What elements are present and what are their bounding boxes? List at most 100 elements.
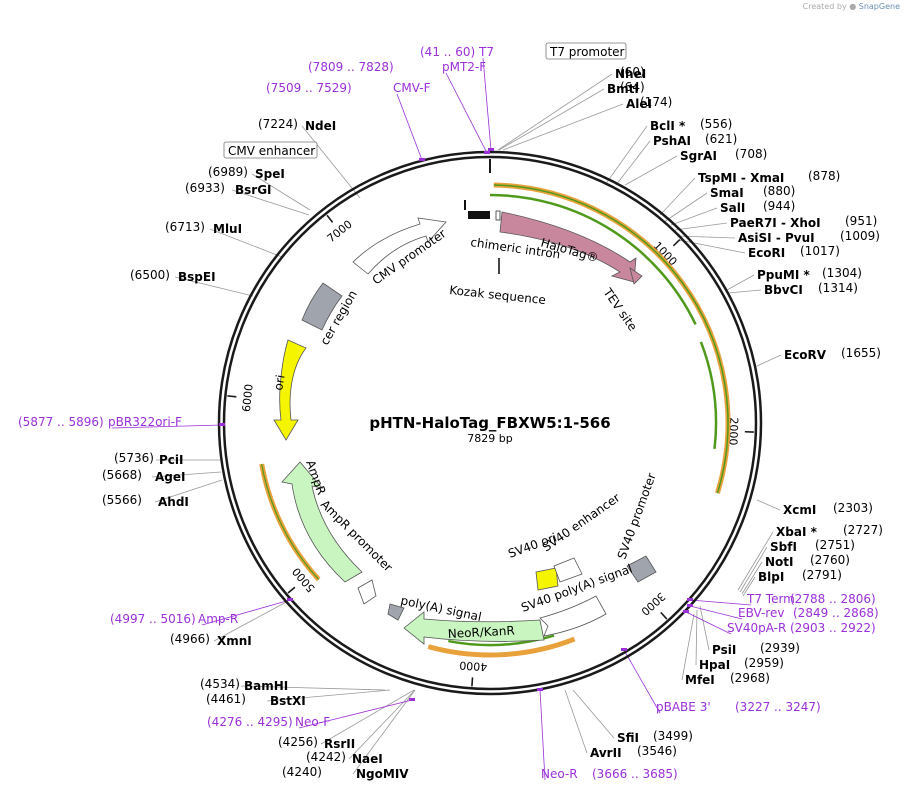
- site-label: BsrGI: [235, 183, 272, 197]
- primer-marker: [488, 148, 494, 151]
- sv40-promoter-feature: [539, 595, 607, 637]
- site-label: AsiSI - PvuI: [738, 231, 815, 245]
- site-leader: [301, 125, 361, 199]
- label-sv40-polya: SV40 promoter: [615, 471, 659, 561]
- site-position: (6933): [185, 181, 225, 195]
- site-label: BlpI: [758, 570, 784, 584]
- site-leader: [266, 689, 391, 702]
- label-polya-signal: poly(A) signal: [399, 593, 482, 624]
- site-label: XbaI *: [776, 525, 818, 539]
- orange-arc-core: [493, 184, 729, 494]
- site-label: MfeI: [685, 673, 715, 687]
- site-position: (2760): [810, 553, 850, 567]
- primer-leader: [685, 611, 732, 635]
- site-position: (708): [735, 147, 767, 161]
- site-leader: [663, 192, 708, 223]
- site-label: NotI: [765, 555, 794, 569]
- primer-marker: [687, 598, 693, 601]
- tick-mark: [287, 586, 296, 594]
- site-position: (7224): [258, 117, 298, 131]
- primer-label: pMT2-F: [442, 60, 486, 74]
- label-ori: ori: [271, 374, 287, 392]
- ampr-feature: [281, 461, 363, 583]
- primer-leader: [445, 72, 488, 154]
- t7-promoter-box: [545, 42, 627, 60]
- site-position: (2968): [730, 671, 770, 685]
- site-label: PpuMI *: [757, 268, 811, 282]
- primer-marker: [621, 648, 627, 651]
- site-leader: [320, 689, 415, 745]
- site-leader: [742, 576, 756, 597]
- tick-label: 5000: [290, 565, 318, 595]
- site-label: BspEI: [178, 270, 216, 284]
- green-arc-cds: [489, 193, 697, 325]
- site-leader: [502, 103, 624, 151]
- site-leader: [348, 689, 416, 760]
- site-position: (5566): [102, 493, 142, 507]
- site-leader: [756, 499, 781, 511]
- primer-range: (2849 .. 2868): [793, 606, 879, 620]
- site-labels: NheI(60)BmtI(64)AleI(174)BclI *(556)PshA…: [18, 45, 883, 781]
- label-neor-kanr: NeoR/KanR: [447, 624, 515, 641]
- primer-leader: [111, 424, 223, 429]
- site-label: SbfI: [770, 540, 797, 554]
- site-position: (880): [763, 184, 795, 198]
- direction-arcs: [259, 182, 731, 658]
- tick-mark: [227, 395, 237, 398]
- site-position: (1009): [840, 229, 880, 243]
- primer-label: EBV-rev: [738, 606, 784, 620]
- site-leader: [681, 613, 695, 681]
- primer-label: T7: [478, 45, 494, 59]
- site-leader: [209, 228, 283, 258]
- site-leader: [670, 207, 718, 226]
- site-position: (4242): [306, 750, 346, 764]
- primer-leader: [396, 93, 423, 161]
- intron-gap: [495, 210, 501, 221]
- site-label: SpeI: [255, 167, 285, 181]
- primer-leader: [623, 649, 661, 714]
- green-arc-cds-2: [699, 341, 718, 449]
- primer-marker: [484, 151, 490, 154]
- site-label: NaeI: [352, 752, 383, 766]
- primer-range: (2788 .. 2806): [790, 592, 876, 606]
- primer-marker: [287, 598, 293, 601]
- site-leader: [151, 471, 222, 478]
- site-position: (2959): [744, 656, 784, 670]
- site-label: RsrII: [324, 737, 355, 751]
- site-leader: [154, 479, 223, 503]
- label-t7-promoter: T7 promoter: [549, 45, 625, 59]
- leader-lines: [111, 57, 782, 781]
- site-label: AgeI: [155, 470, 185, 484]
- site-label: SgrAI: [680, 149, 717, 163]
- primer-range: (4997 .. 5016): [110, 612, 196, 626]
- sv40-ori-feature: [535, 567, 559, 591]
- sv40-enhancer-feature: [553, 557, 583, 583]
- site-position: (6989): [208, 165, 248, 179]
- primer-leader: [298, 699, 413, 729]
- site-leader: [604, 125, 648, 186]
- site-position: (4461): [206, 692, 246, 706]
- site-label: XcmI: [783, 503, 816, 517]
- site-label: PsiI: [712, 643, 736, 657]
- site-label: AvrII: [590, 746, 622, 760]
- site-position: (878): [808, 169, 840, 183]
- site-leader: [231, 189, 310, 216]
- snapgene-logo-icon: ●: [849, 2, 857, 11]
- site-label: HpaI: [699, 658, 730, 672]
- site-position: (2303): [833, 501, 873, 515]
- site-position: (64): [620, 80, 645, 94]
- site-label: SmaI: [710, 186, 744, 200]
- tick-mark: [672, 238, 681, 247]
- site-position: (4256): [278, 735, 318, 749]
- site-position: (4966): [170, 632, 210, 646]
- intron-marker: [464, 200, 466, 210]
- site-label: TspMI - XmaI: [698, 171, 784, 185]
- site-position: (1017): [800, 244, 840, 258]
- chimeric-intron-feature: [468, 211, 490, 219]
- primer-marker: [683, 610, 689, 613]
- site-leader: [699, 605, 710, 651]
- cmv-enhancer-box: [223, 141, 318, 159]
- site-leader: [497, 73, 613, 151]
- primer-leader: [482, 57, 492, 151]
